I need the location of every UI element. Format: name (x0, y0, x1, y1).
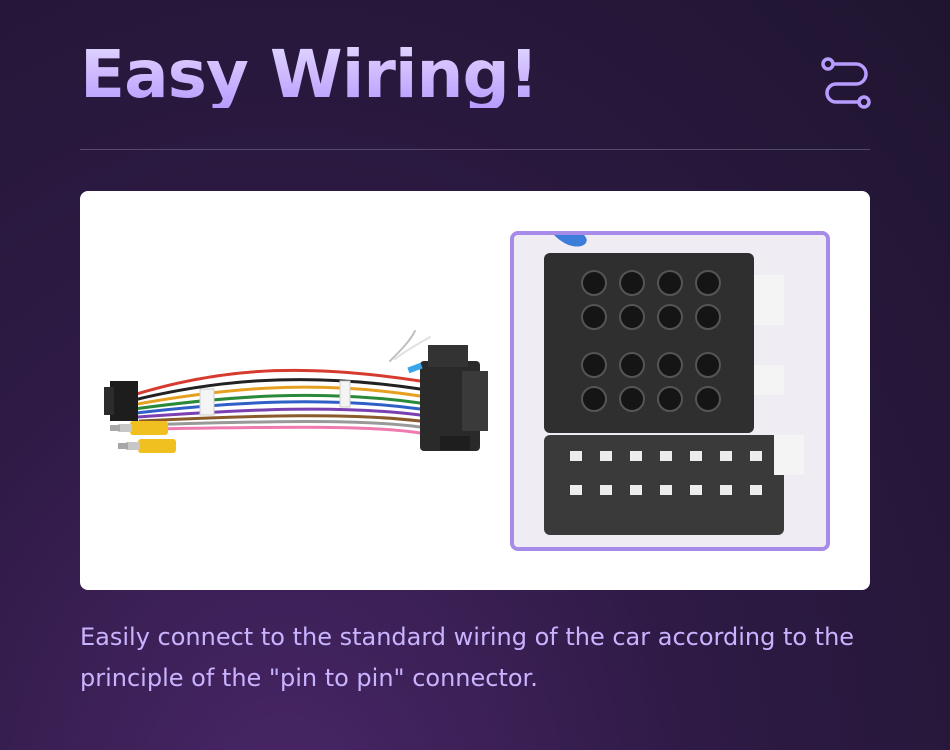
connector-closeup-frame (510, 231, 830, 551)
page-title: Easy Wiring! (80, 36, 539, 113)
iso-connector-closeup (514, 235, 826, 547)
wiring-harness-photo (104, 330, 488, 453)
product-image-card (80, 191, 870, 590)
header-divider (80, 149, 870, 150)
caption-text: Easily connect to the standard wiring of… (80, 623, 855, 692)
route-icon (821, 57, 871, 109)
